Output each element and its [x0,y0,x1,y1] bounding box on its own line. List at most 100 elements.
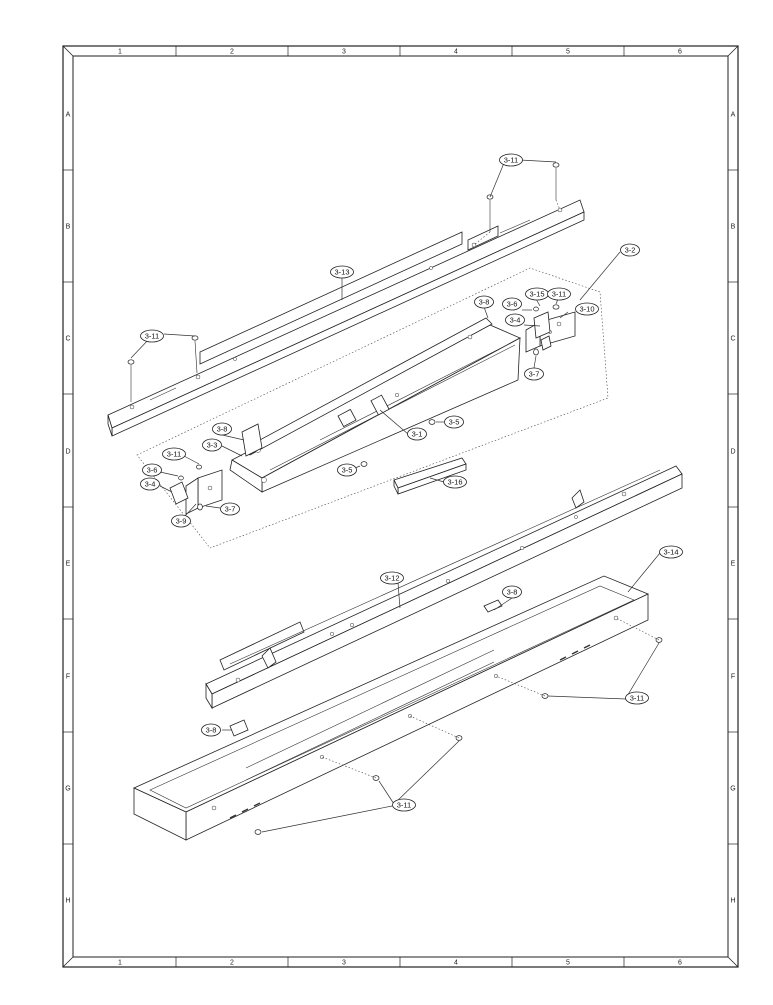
callout-3-5: 3-5 [337,463,357,477]
leader-lines [130,159,661,833]
callout-3-5: 3-5 [444,415,464,429]
grid-row-label-right: B [731,224,736,231]
grid-column-label-bottom: 3 [342,960,346,967]
callout-3-1: 3-1 [407,427,427,441]
callout-text: 3-11 [630,694,644,703]
part-3-12-lower-rail [205,465,683,710]
callout-3-11: 3-11 [625,691,649,705]
grid-column-label-bottom: 1 [118,960,122,967]
callout-3-6: 3-6 [502,297,522,311]
callout-3-11: 3-11 [162,447,186,461]
callout-bubble [474,295,494,309]
part-3-10-right-bracket [525,304,576,356]
grid-column-label-bottom: 6 [678,960,682,967]
callout-text: 3-7 [529,370,540,379]
callout-3-7: 3-7 [220,502,240,516]
callout-text: 3-1 [412,430,423,439]
callout-3-11: 3-11 [499,153,523,167]
callout-bubble [499,153,523,167]
callout-3-4: 3-4 [140,477,160,491]
grid-row-label-left: G [65,786,70,793]
part-3-13-upper-rail [107,199,585,437]
callout-bubble [443,475,467,489]
callout-bubble [659,545,683,559]
callout-bubble [212,422,232,436]
callout-3-14: 3-14 [659,545,683,559]
callout-3-3: 3-3 [202,438,222,452]
grid-column-label-top: 2 [230,49,234,56]
callout-3-8: 3-8 [201,723,221,737]
callout-text: 3-7 [225,505,236,514]
grid-row-label-left: F [66,674,70,681]
callout-text: 3-9 [176,517,187,526]
subassembly-outline [136,267,609,549]
part-3-14-lower-tray [133,575,649,841]
grid-column-label-top: 1 [118,49,122,56]
callout-bubble [330,265,354,279]
callout-text: 3-6 [507,300,518,309]
callout-bubble [337,463,357,477]
callout-3-12: 3-12 [380,571,404,585]
callout-bubble [625,691,649,705]
callout-text: 3-11 [504,156,518,165]
callout-bubble [171,514,191,528]
callout-bubble [142,463,162,477]
callout-bubble [502,585,522,599]
callout-bubble [524,367,544,381]
callout-text: 3-10 [579,305,594,314]
callout-bubble [620,243,640,257]
callout-bubble [392,798,416,812]
callout-text: 3-8 [507,588,518,597]
callout-text: 3-14 [663,548,678,557]
callout-bubble [202,438,222,452]
callout-3-8: 3-8 [212,422,232,436]
callout-text: 3-11 [145,332,159,341]
part-3-1-main-unit [229,317,521,493]
callout-bubble [380,571,404,585]
callout-3-10: 3-10 [575,302,599,316]
grid-column-label-top: 4 [454,49,458,56]
callout-bubble [201,723,221,737]
callout-text: 3-11 [167,450,181,459]
grid-row-label-left: H [65,898,70,905]
callout-text: 3-11 [552,290,566,299]
screw-3-5-a [428,419,436,425]
callout-text: 3-8 [206,726,217,735]
grid-row-label-left: D [65,449,70,456]
grid-row-label-right: A [731,112,736,119]
callout-text: 3-2 [625,246,636,255]
callout-bubble [575,302,599,316]
grid-row-label-right: D [730,449,735,456]
callout-bubble [444,415,464,429]
screw-3-11-left-a [127,359,135,402]
part-3-16-bar [393,457,467,495]
screw-3-11-top-a [552,162,561,211]
grid-column-label-bottom: 5 [566,960,570,967]
grid-row-label-left: E [66,561,71,568]
callout-3-15: 3-15 [525,287,549,301]
callout-3-8: 3-8 [502,585,522,599]
grid-column-label-bottom: 2 [230,960,234,967]
callout-text: 3-5 [342,466,353,475]
part-3-9-left-bracket [169,464,223,515]
callout-3-11: 3-11 [547,287,571,301]
callout-bubble [505,313,525,327]
grid-row-label-right: H [730,898,735,905]
callout-3-13: 3-13 [330,265,354,279]
callout-bubble [162,447,186,461]
callout-text: 3-3 [207,441,218,450]
callout-text: 3-11 [397,801,411,810]
grid-row-label-right: G [730,786,735,793]
grid-column-label-bottom: 4 [454,960,458,967]
screw-3-11-lower-e [254,829,262,835]
grid-column-label-top: 3 [342,49,346,56]
callout-text: 3-8 [217,425,228,434]
callout-bubble [140,477,160,491]
grid-row-label-left: A [66,112,71,119]
screw-3-5-b [360,461,368,467]
callout-text: 3-5 [449,418,460,427]
